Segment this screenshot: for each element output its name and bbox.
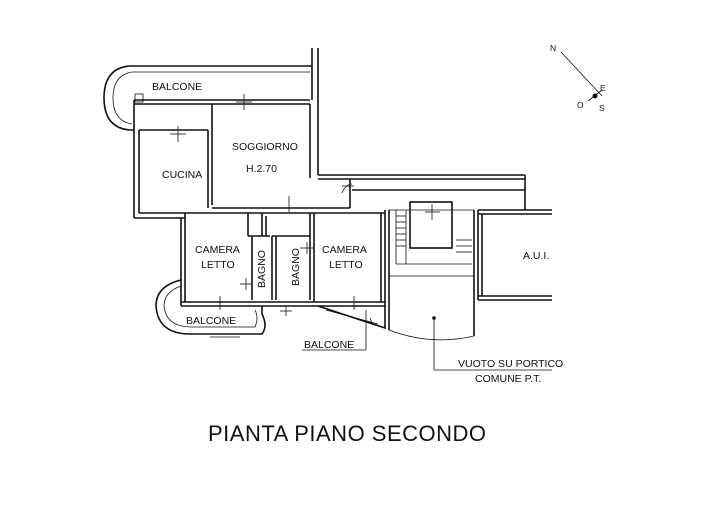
elevator-shaft	[409, 201, 453, 249]
compass-axis-ns	[560, 51, 603, 97]
label-balcone-left: BALCONE	[186, 315, 236, 327]
label-balcone-bottom: BALCONE	[304, 339, 354, 351]
bedroom-block	[180, 210, 386, 307]
label-soggiorno-height: H.2.70	[246, 163, 277, 175]
label-vuoto-2: COMUNE P.T.	[475, 373, 541, 385]
label-camera-left-1: CAMERA	[195, 244, 240, 256]
compass-center	[592, 93, 598, 99]
door-swings	[170, 94, 362, 316]
label-bagno-1: BAGNO	[256, 250, 268, 288]
label-cucina: CUCINA	[162, 169, 202, 181]
label-soggiorno: SOGGIORNO	[232, 141, 298, 153]
label-aui: A.U.I.	[523, 250, 549, 262]
compass-s: S	[599, 103, 605, 113]
label-camera-right-2: LETTO	[329, 259, 363, 271]
label-balcone-top: BALCONE	[152, 81, 202, 93]
main-walls	[133, 99, 526, 219]
balcony-top	[103, 48, 319, 175]
plan-title: PIANTA PIANO SECONDO	[208, 421, 487, 446]
balcony-post	[134, 93, 144, 103]
balcony-left	[155, 279, 266, 338]
compass-n: N	[550, 43, 556, 53]
adjacent-unit	[477, 209, 552, 301]
label-camera-left-2: LETTO	[201, 259, 235, 271]
compass-e: E	[600, 83, 606, 93]
compass: N E O S	[550, 43, 606, 113]
stair-core	[388, 201, 552, 371]
compass-o: O	[577, 100, 584, 110]
label-camera-right-1: CAMERA	[322, 244, 367, 256]
label-vuoto-1: VUOTO SU PORTICO	[458, 358, 563, 370]
label-bagno-2: BAGNO	[290, 248, 302, 286]
balcony-bottom	[302, 305, 386, 351]
